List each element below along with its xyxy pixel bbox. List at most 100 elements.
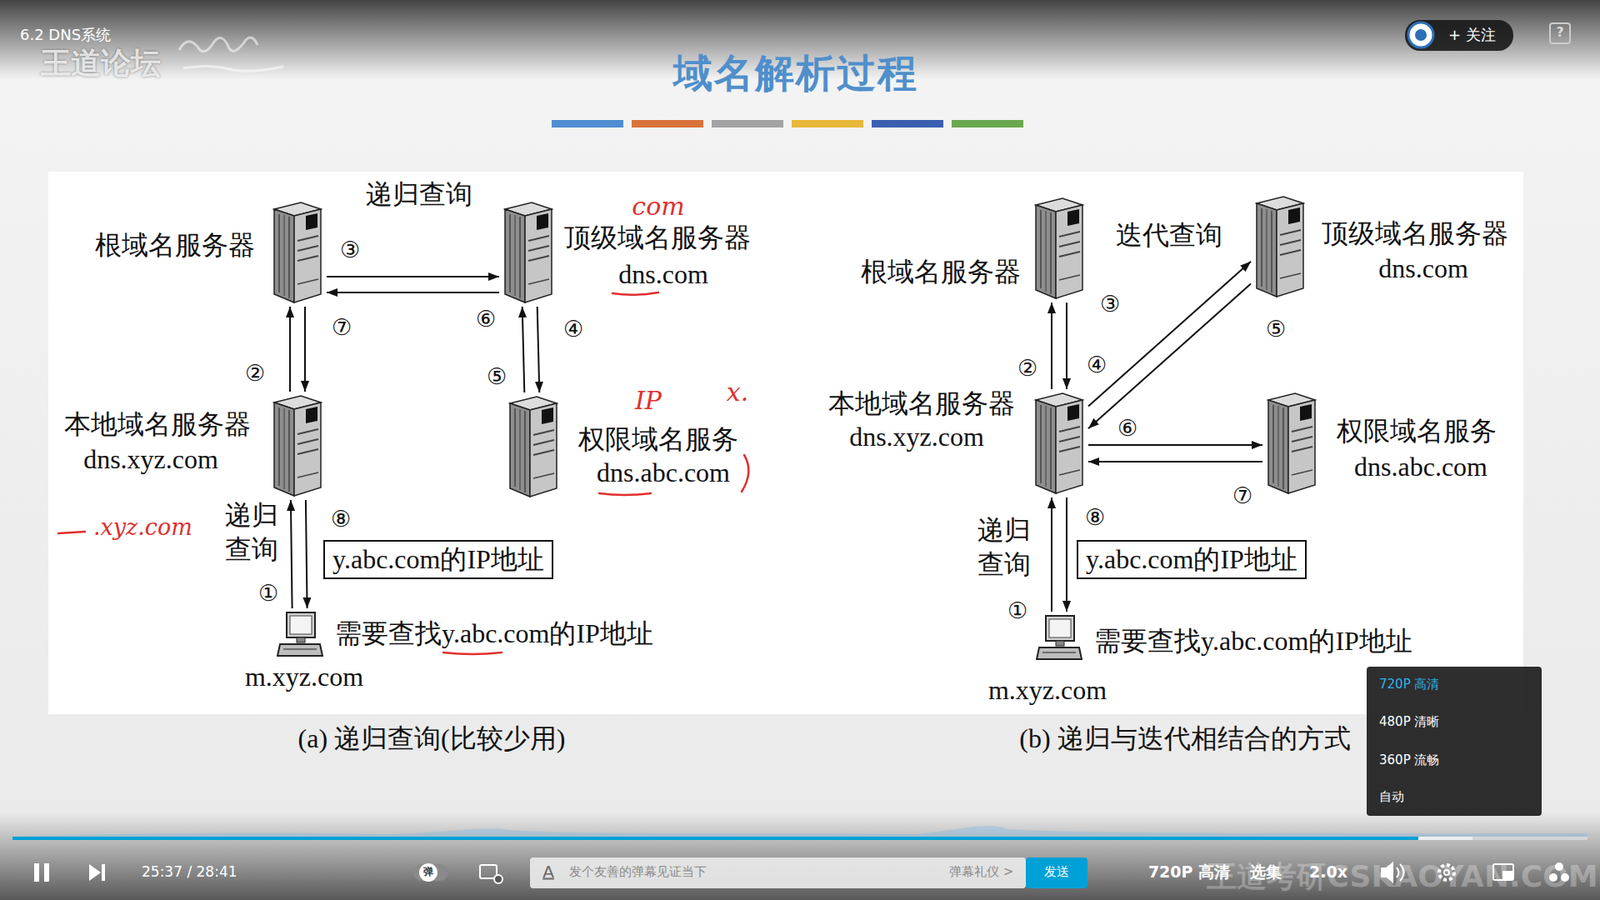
figure-caption: (a) 递归查询(比较少用)	[298, 723, 566, 755]
server-icon	[270, 200, 325, 305]
server-node: 顶级域名服务器dns.com	[501, 200, 555, 305]
server-node: 根域名服务器	[270, 200, 325, 305]
query-arrow	[1088, 284, 1251, 430]
server-icon	[1265, 391, 1319, 495]
node-label: 需要查找y.abc.com的IP地址	[1094, 625, 1413, 657]
time-display: 25:37 / 28:41	[141, 864, 238, 881]
node-sublabel: dns.xyz.com	[849, 421, 985, 453]
step-number: ③	[1098, 292, 1122, 315]
query-arrow	[326, 275, 500, 278]
server-icon	[1032, 391, 1086, 495]
node-sublabel: dns.com	[1378, 253, 1469, 285]
handwritten-note: com	[631, 192, 685, 222]
font-icon: A	[542, 862, 555, 882]
host-node: 需要查找y.abc.com的IP地址m.xyz.com	[1035, 614, 1083, 665]
help-mark: ?	[1556, 25, 1565, 40]
server-icon	[1032, 196, 1086, 300]
step-number: ②	[243, 361, 267, 385]
video-title: 6.2 DNS系统	[20, 26, 111, 45]
heat-wave	[12, 825, 1588, 837]
slide-title: 域名解析过程	[673, 50, 919, 96]
quality-button: 720P 高清	[1148, 863, 1230, 882]
danmaku-toggle	[413, 863, 449, 882]
node-label: 根域名服务器	[95, 230, 255, 261]
laptop-icon	[276, 610, 324, 661]
danmaku-settings-icon	[480, 865, 503, 884]
step-number: ⑤	[1264, 317, 1288, 340]
step-number: ②	[1015, 356, 1040, 380]
query-arrow	[326, 291, 500, 294]
quality-option: 720P 高清	[1379, 677, 1440, 692]
bottom-shade	[0, 812, 1600, 900]
result-text: y.abc.com的IP地址	[1085, 544, 1298, 575]
step-number: ⑥	[474, 307, 498, 330]
query-arrow	[305, 500, 308, 609]
server-icon	[270, 394, 325, 498]
step-number: ①	[256, 581, 280, 605]
diagram-panel	[48, 171, 1524, 715]
step-number: ③	[338, 238, 362, 261]
handwritten-note: .xyz.com	[93, 514, 193, 540]
query-arrow	[537, 306, 540, 393]
result-text: y.abc.com的IP地址	[332, 544, 545, 575]
step-number: ⑤	[485, 365, 509, 388]
result-box: y.abc.com的IP地址	[1076, 540, 1307, 580]
query-arrow	[304, 306, 306, 392]
step-number: ④	[561, 317, 585, 340]
node-label: 需要查找y.abc.com的IP地址	[335, 618, 654, 650]
result-box: y.abc.com的IP地址	[323, 540, 554, 580]
node-sublabel: dns.xyz.com	[83, 444, 219, 475]
query-arrow	[290, 500, 293, 609]
server-icon	[506, 395, 560, 499]
query-arrow	[1050, 497, 1053, 612]
step-number: ⑧	[1083, 505, 1107, 529]
server-icon	[1253, 195, 1307, 299]
server-node: 本地域名服务器dns.xyz.com	[1032, 391, 1086, 495]
step-number: ⑦	[1230, 484, 1255, 507]
figure-caption: (b) 递归与迭代相结合的方式	[1019, 723, 1350, 755]
node-sublabel: dns.com	[618, 259, 709, 290]
query-arrow	[1088, 460, 1263, 463]
server-node: 顶级域名服务器dns.com	[1253, 195, 1307, 299]
node-label: 本地域名服务器	[828, 388, 1015, 420]
node-label: 权限域名服务	[578, 424, 739, 455]
query-type: 迭代查询	[1115, 220, 1223, 251]
input-placeholder: 发个友善的弹幕见证当下	[569, 865, 707, 880]
send-text: 发送	[1044, 865, 1070, 880]
follow-button	[1405, 20, 1514, 51]
node-sublabel: m.xyz.com	[988, 675, 1107, 706]
step-number: ⑥	[1115, 416, 1140, 440]
danmaku-input	[530, 857, 1026, 889]
logo-scribble	[179, 37, 284, 71]
node-label: 顶级域名服务器	[564, 222, 751, 254]
query-arrow	[1065, 497, 1068, 612]
step-number: ⑦	[330, 315, 354, 339]
send-button	[1025, 857, 1088, 889]
query-arrow	[1088, 261, 1251, 407]
speed-button: 2.0x	[1309, 863, 1348, 882]
node-label: 权限域名服务	[1336, 415, 1497, 447]
step-number: ⑧	[329, 507, 353, 530]
server-node: 权限域名服务dns.abc.com	[1265, 391, 1319, 495]
query-arrow	[1065, 302, 1068, 390]
query-arrow	[522, 306, 525, 393]
play-controls	[34, 863, 105, 882]
query-arrow	[1088, 444, 1263, 446]
laptop-icon	[1035, 614, 1083, 665]
quality-option: 自动	[1379, 790, 1405, 805]
danmaku-glyph: 弹	[423, 866, 434, 879]
query-type: 递归 查询	[224, 498, 280, 567]
progress-track	[12, 836, 1588, 840]
red-annotations	[58, 292, 749, 655]
server-node: 权限域名服务dns.abc.com	[506, 395, 560, 499]
server-icon	[501, 200, 555, 305]
server-node: 根域名服务器	[1032, 196, 1086, 300]
query-arrow	[289, 306, 291, 392]
server-node: 本地域名服务器dns.xyz.com	[270, 394, 325, 498]
step-number: ①	[1005, 599, 1030, 622]
quality-menu	[1366, 666, 1542, 816]
